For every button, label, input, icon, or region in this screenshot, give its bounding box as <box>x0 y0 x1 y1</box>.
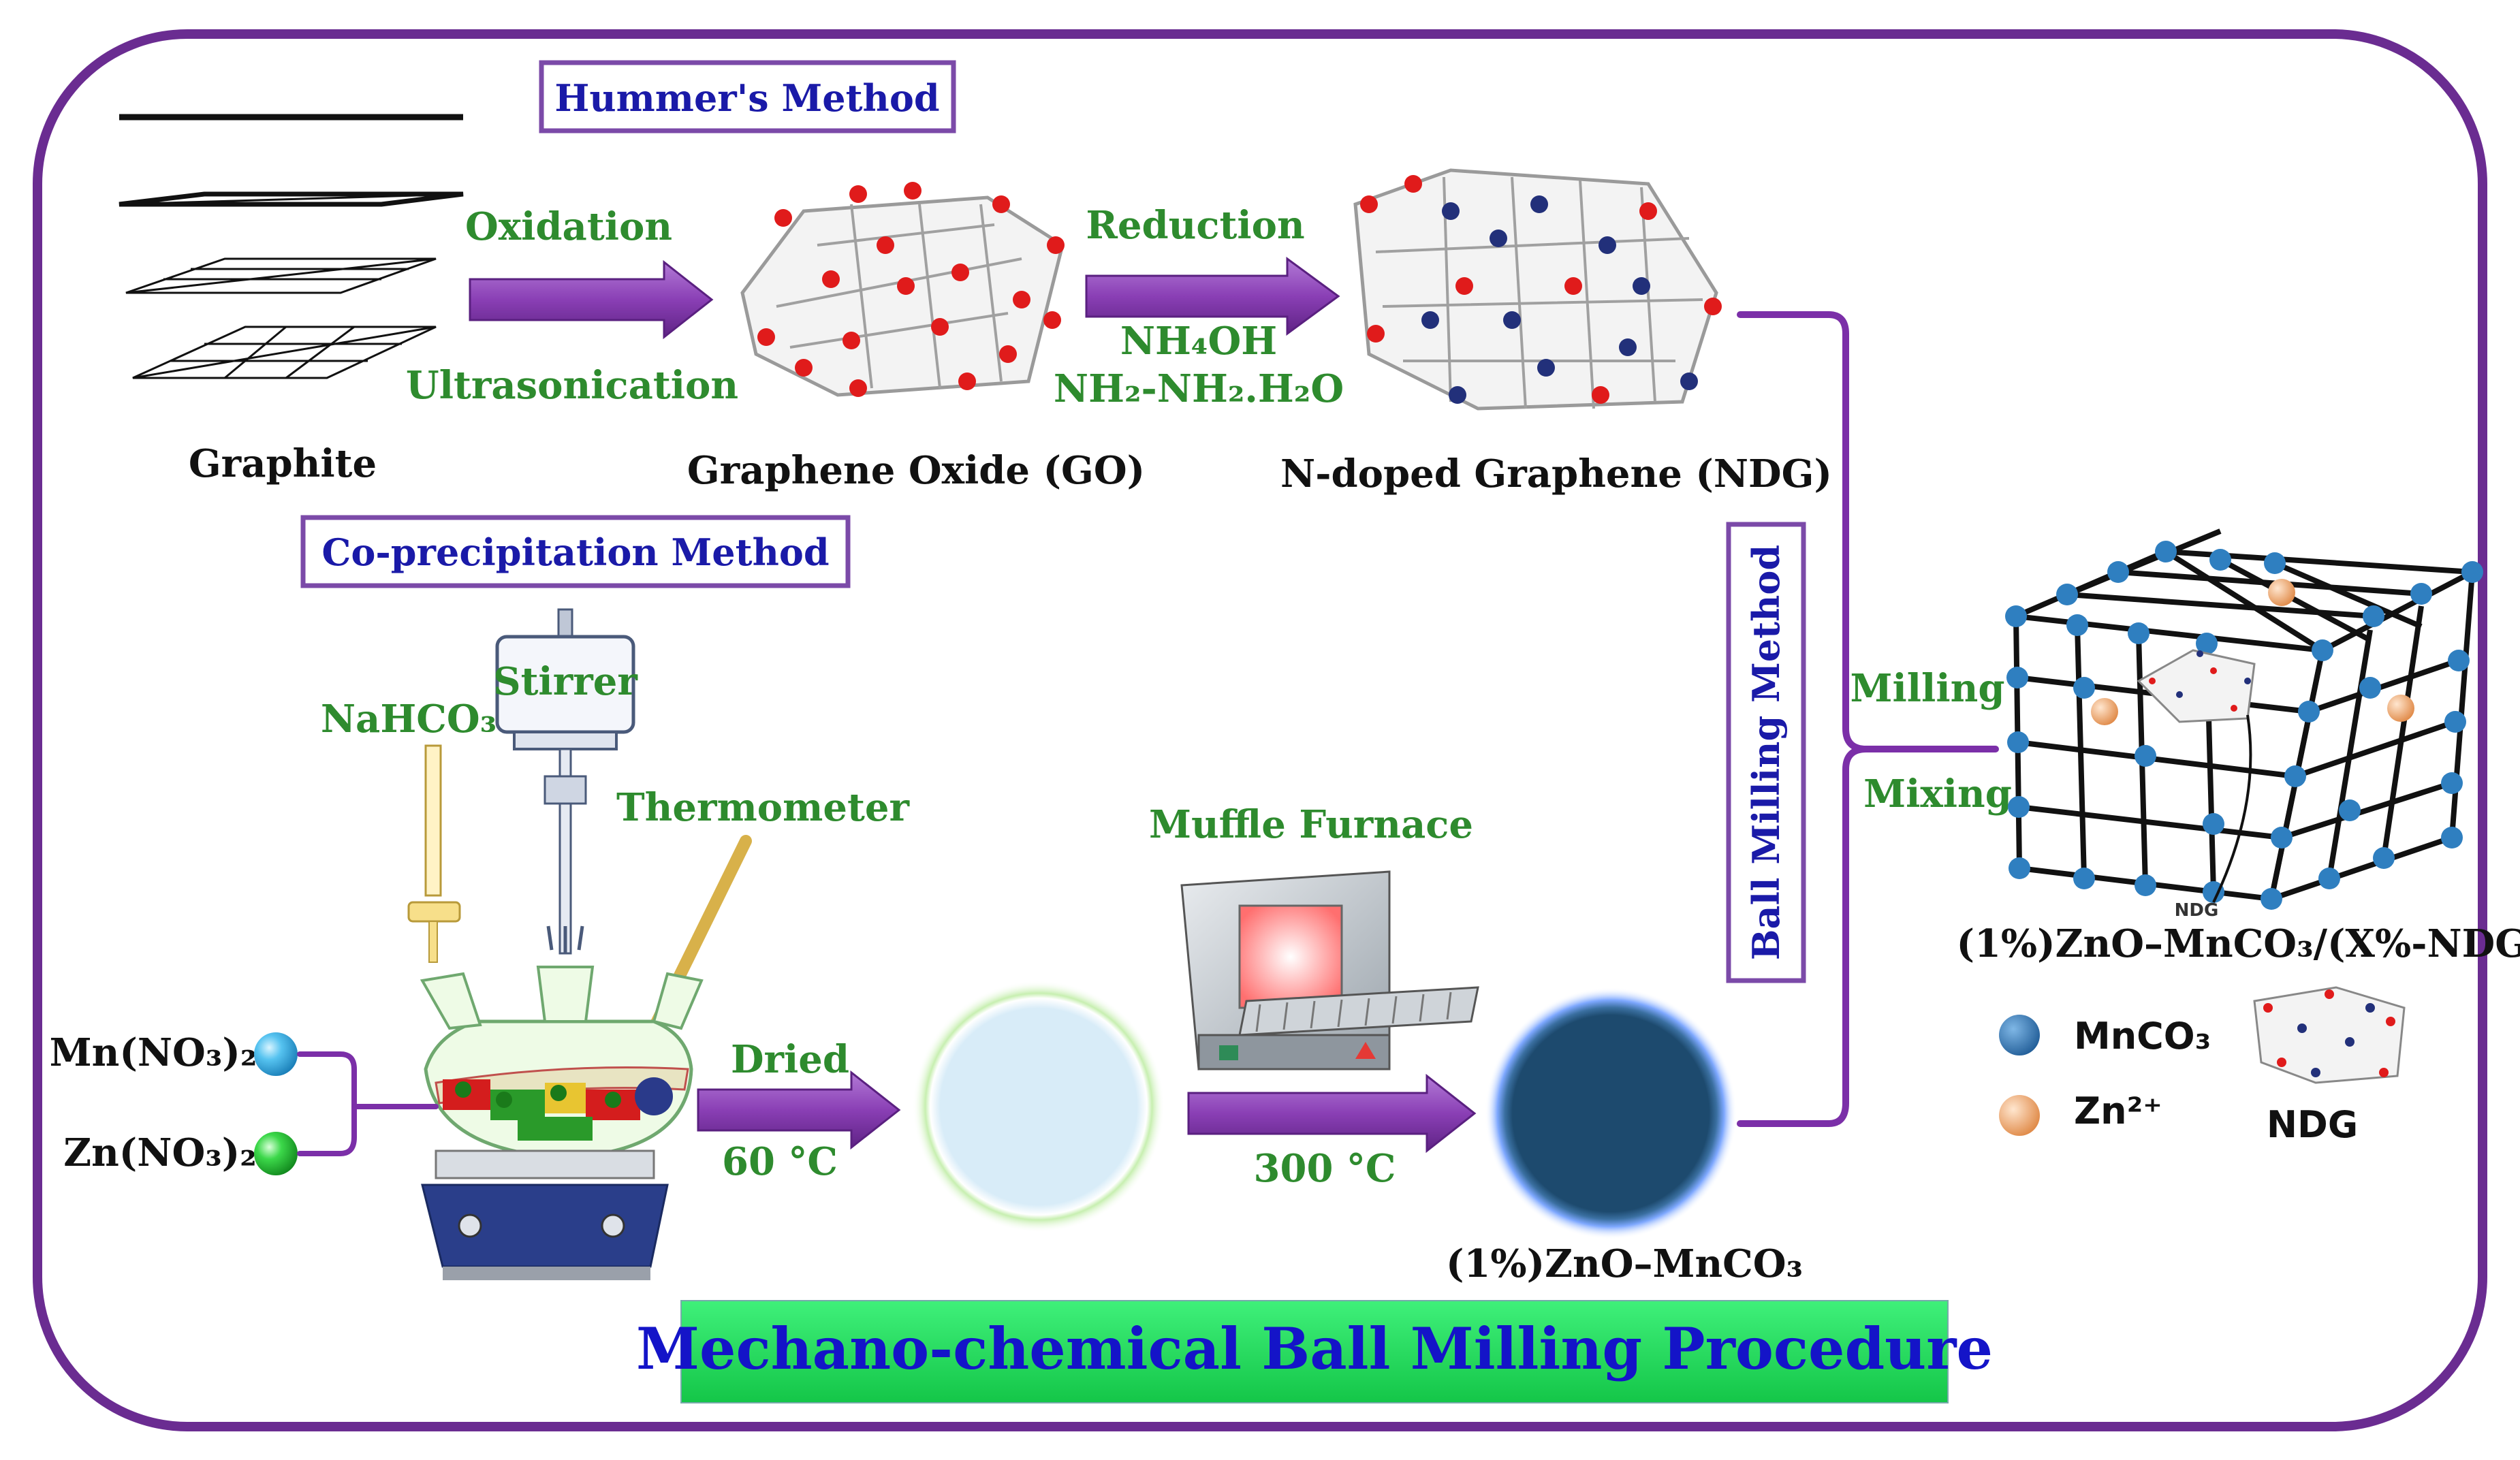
legend-zn-icon <box>1999 1095 2040 1136</box>
reduction-arrow <box>1085 257 1340 336</box>
legend-mnco3-label: MnCO₃ <box>2074 1015 2211 1058</box>
dried-arrow <box>697 1070 901 1150</box>
banner-title: Mechano-chemical Ball Milling Procedure <box>636 1315 1993 1382</box>
burette-icon <box>407 744 461 963</box>
stirrer-label: Stirrer <box>493 659 638 704</box>
reagent-1-label: NH₄OH <box>1120 319 1277 364</box>
hummers-method-box: Hummer's Method <box>539 60 956 133</box>
legend-ndg-icon <box>2253 986 2406 1084</box>
graphene-oxide-label: Graphene Oxide (GO) <box>687 448 1145 493</box>
flask-icon <box>420 966 704 1160</box>
ndg-pointer-label: NDG <box>2175 900 2219 921</box>
hotplate-icon <box>421 1149 669 1280</box>
lattice-zn-balls <box>2091 579 2414 725</box>
dry-temp-label: 60 °C <box>722 1139 838 1184</box>
muffle-furnace-label: Muffle Furnace <box>1149 802 1473 847</box>
lattice-nodes <box>2005 541 2483 910</box>
coprecipitation-method-label: Co-precipitation Method <box>321 530 829 574</box>
product-1-label: (1%)ZnO–MnCO₃ <box>1446 1241 1803 1286</box>
thermometer-label: Thermometer <box>616 785 911 830</box>
oxidation-arrow <box>469 259 714 340</box>
ndg-label: N-doped Graphene (NDG) <box>1280 451 1832 496</box>
mixing-label: Mixing <box>1863 772 2012 816</box>
calcination-arrow <box>1187 1073 1477 1154</box>
outer-frame <box>33 29 2487 1431</box>
graphite-label: Graphite <box>189 441 377 486</box>
reagent-bracket <box>297 1051 439 1156</box>
legend-zn-label: Zn²⁺ <box>2074 1090 2162 1132</box>
ball-milling-method-box: Ball Milling Method <box>1726 522 1806 983</box>
hummers-method-label: Hummer's Method <box>554 76 939 120</box>
ball-milling-bracket <box>1737 311 1999 1127</box>
coprecipitation-method-box: Co-precipitation Method <box>300 515 851 588</box>
zn-nitrate-label: Zn(NO₃)₂ <box>63 1130 257 1175</box>
stirrer-icon <box>495 608 635 955</box>
furnace-icon <box>1180 870 1479 1070</box>
reagent-2-label: NH₂-NH₂.H₂O <box>1054 366 1344 411</box>
legend-mnco3-icon <box>1999 1015 2040 1056</box>
title-banner: Mechano-chemical Ball Milling Procedure <box>636 1300 1993 1403</box>
milling-label: Milling <box>1850 666 2005 711</box>
ndg-sheet-icon <box>1353 168 1722 411</box>
graphite-layers-icon <box>119 114 464 379</box>
legend: MnCO₃ Zn²⁺ NDG <box>1999 986 2406 1146</box>
mn-nitrate-ball-icon <box>254 1032 298 1076</box>
product-disc-icon <box>1485 987 1737 1239</box>
oxidation-label: Oxidation <box>465 204 672 249</box>
ndg-pointer-arrow <box>2212 714 2252 903</box>
precursor-disc-icon <box>913 981 1165 1233</box>
ball-milling-method-label: Ball Milling Method <box>1744 545 1788 960</box>
ultrasonication-label: Ultrasonication <box>406 363 738 408</box>
reduction-label: Reduction <box>1086 203 1304 248</box>
legend-ndg-label: NDG <box>2267 1103 2358 1146</box>
graphene-oxide-icon <box>740 182 1065 397</box>
final-product-label: (1%)ZnO–MnCO₃/(X%-NDG) <box>1956 921 2520 966</box>
zn-nitrate-ball-icon <box>254 1132 298 1175</box>
lattice-ndg-sheet-icon <box>2137 649 2256 723</box>
dried-label: Dried <box>731 1037 849 1082</box>
nahco3-label: NaHCO₃ <box>321 697 497 742</box>
calcination-temp-label: 300 °C <box>1254 1146 1396 1191</box>
mn-nitrate-label: Mn(NO₃)₂ <box>50 1030 257 1075</box>
